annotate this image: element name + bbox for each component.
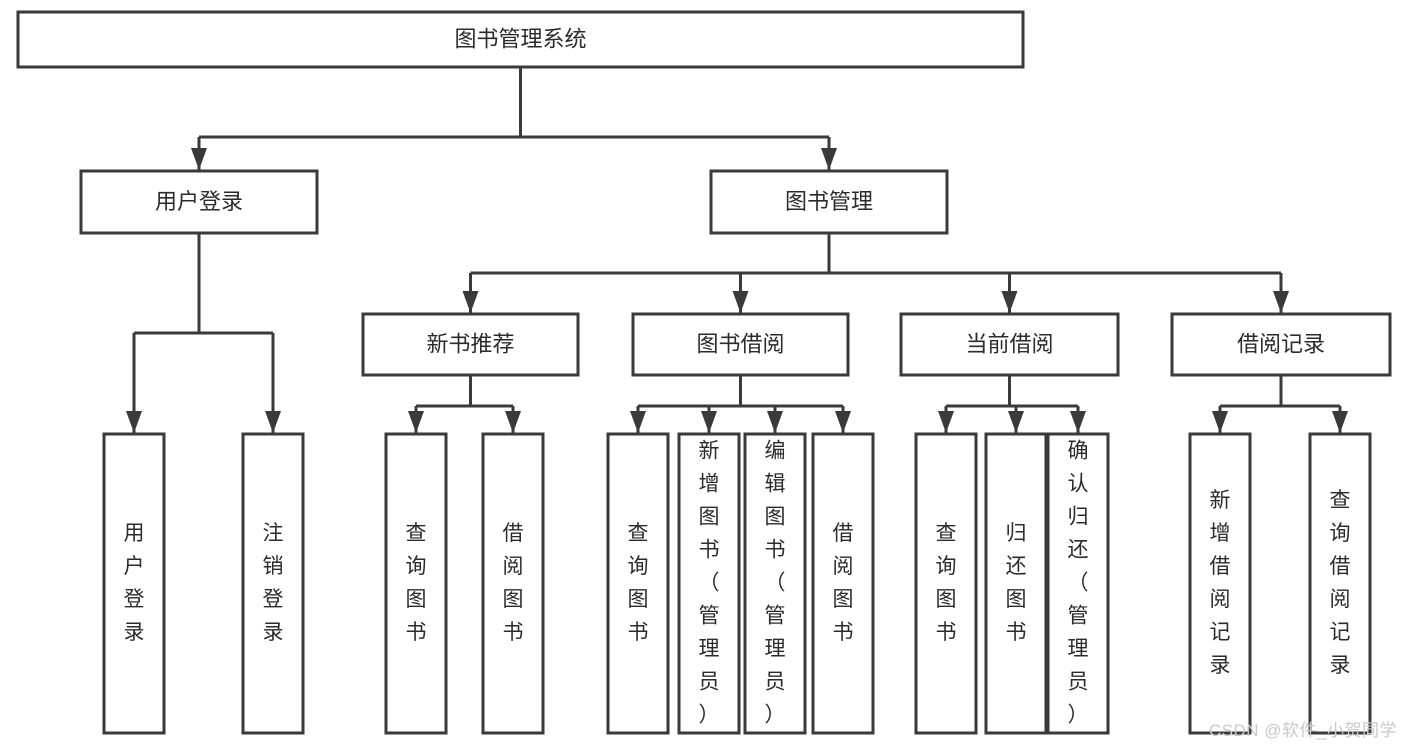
node-box	[1170, 312, 1392, 377]
node-label: 查询图书	[628, 522, 649, 644]
csdn-watermark: CSDN @软件_小贺同学	[1208, 721, 1397, 740]
arrow-head-icon	[1212, 411, 1228, 433]
node-label: 编辑图书（管理员）	[765, 439, 786, 726]
arrow-head-icon	[505, 411, 521, 433]
node-box	[606, 432, 670, 735]
node-box	[361, 312, 580, 377]
node-label: 借阅记录	[1237, 331, 1325, 356]
node-label: 图书管理	[785, 189, 873, 214]
arrow-head-icon	[630, 411, 646, 433]
arrow-head-icon	[1008, 411, 1024, 433]
nodes-layer: 图书管理系统用户登录图书管理新书推荐图书借阅当前借阅借阅记录用户登录注销登录查询…	[16, 10, 1392, 735]
edges-layer	[126, 67, 1348, 433]
node-leaf-return-book[interactable]: 归还图书	[984, 432, 1048, 735]
arrow-head-icon	[408, 411, 424, 433]
node-label: 归还图书	[1006, 522, 1027, 644]
node-label: 确认归还（管理员）	[1068, 439, 1089, 726]
node-leaf-borrow-book-2[interactable]: 借阅图书	[811, 432, 875, 735]
arrow-head-icon	[191, 148, 207, 170]
node-box	[984, 432, 1048, 735]
node-leaf-user-logout[interactable]: 注销登录	[241, 432, 305, 735]
node-label: 新书推荐	[426, 331, 514, 356]
node-box	[481, 432, 545, 735]
node-root[interactable]: 图书管理系统	[16, 10, 1025, 69]
node-box	[743, 432, 807, 735]
node-label: 用户登录	[124, 522, 145, 644]
node-label: 用户登录	[155, 189, 243, 214]
node-label: 图书借阅	[696, 331, 784, 356]
node-leaf-add-record[interactable]: 新增借阅记录	[1188, 432, 1252, 735]
node-leaf-edit-book[interactable]: 编辑图书（管理员）	[743, 432, 807, 735]
arrow-head-icon	[126, 411, 142, 433]
node-label: 借阅图书	[833, 522, 854, 644]
node-box	[631, 312, 850, 377]
node-leaf-query-book-3[interactable]: 查询图书	[914, 432, 978, 735]
arrow-head-icon	[701, 411, 717, 433]
node-new-book-recommend[interactable]: 新书推荐	[361, 312, 580, 377]
node-box	[677, 432, 741, 735]
node-label: 当前借阅	[965, 331, 1053, 356]
arrow-head-icon	[732, 291, 749, 313]
node-label: 查询图书	[406, 522, 427, 644]
arrow-head-icon	[835, 411, 851, 433]
node-box	[384, 432, 448, 735]
arrow-head-icon	[1001, 291, 1018, 313]
node-box	[899, 312, 1120, 377]
node-box	[709, 169, 949, 235]
node-label: 注销登录	[263, 522, 284, 644]
arrow-head-icon	[1273, 291, 1289, 313]
node-book-manage[interactable]: 图书管理	[709, 169, 949, 235]
node-label: 新增借阅记录	[1210, 489, 1231, 677]
arrow-head-icon	[821, 148, 837, 170]
node-box	[914, 432, 978, 735]
node-leaf-query-book-1[interactable]: 查询图书	[384, 432, 448, 735]
node-book-borrow[interactable]: 图书借阅	[631, 312, 850, 377]
node-box	[811, 432, 875, 735]
node-user-login[interactable]: 用户登录	[79, 169, 319, 235]
node-box	[1046, 432, 1110, 735]
arrow-head-icon	[767, 411, 783, 433]
arrow-head-icon	[938, 411, 954, 433]
node-label: 查询借阅记录	[1330, 489, 1351, 677]
node-box	[241, 432, 305, 735]
node-borrow-record[interactable]: 借阅记录	[1170, 312, 1392, 377]
node-label: 图书管理系统	[454, 26, 586, 51]
node-box	[1188, 432, 1252, 735]
node-leaf-query-book-2[interactable]: 查询图书	[606, 432, 670, 735]
node-label: 新增图书（管理员）	[699, 439, 720, 726]
arrow-head-icon	[1332, 411, 1348, 433]
node-leaf-query-record[interactable]: 查询借阅记录	[1308, 432, 1372, 735]
node-leaf-borrow-book-1[interactable]: 借阅图书	[481, 432, 545, 735]
node-leaf-confirm-return[interactable]: 确认归还（管理员）	[1046, 432, 1110, 735]
arrow-head-icon	[265, 411, 281, 433]
node-label: 查询图书	[936, 522, 957, 644]
node-box	[16, 10, 1025, 69]
node-box	[79, 169, 319, 235]
arrow-head-icon	[462, 291, 479, 313]
node-box	[102, 432, 166, 735]
arrow-head-icon	[1070, 411, 1086, 433]
node-leaf-user-login[interactable]: 用户登录	[102, 432, 166, 735]
node-box	[1308, 432, 1372, 735]
node-label: 借阅图书	[503, 522, 524, 644]
node-current-borrow[interactable]: 当前借阅	[899, 312, 1120, 377]
node-leaf-add-book[interactable]: 新增图书（管理员）	[677, 432, 741, 735]
